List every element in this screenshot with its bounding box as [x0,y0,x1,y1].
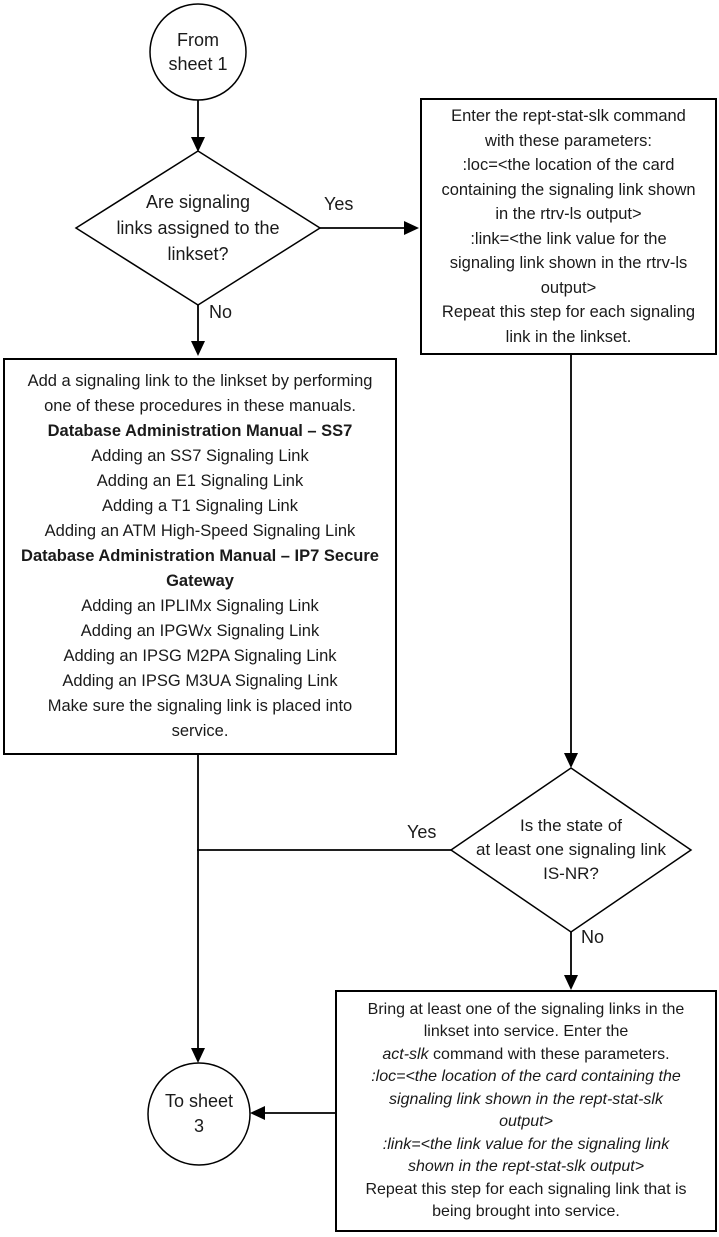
act-slk-process-box: Bring at least one of the signaling link… [335,990,717,1232]
arrowhead-endcircle-right [250,1106,265,1120]
add-signaling-link-process-box: Add a signaling link to the linkset by p… [3,358,397,755]
start-circle-label: From sheet 1 [168,30,228,74]
arrowhead-endcircle-top [191,1048,205,1063]
arrowhead-act-box-top [564,975,578,990]
decision-links-assigned-question: Are signaling links assigned to the link… [116,192,280,264]
decision-is-nr-question: Is the state of at least one signaling l… [476,816,666,883]
decision2-no-label: No [581,927,605,947]
decision1-no-label: No [209,302,233,322]
end-circle-label: To sheet 3 [164,1091,234,1136]
end-circle-shape [147,1062,251,1166]
decision1-yes-label: Yes [324,194,354,214]
decision2-yes-label: Yes [407,822,437,842]
arrowhead-add-box-top [191,341,205,356]
arrowhead-decision2-top [564,753,578,768]
arrowhead-rept-box-left [404,221,419,235]
arrowhead-decision1-top [191,137,205,152]
